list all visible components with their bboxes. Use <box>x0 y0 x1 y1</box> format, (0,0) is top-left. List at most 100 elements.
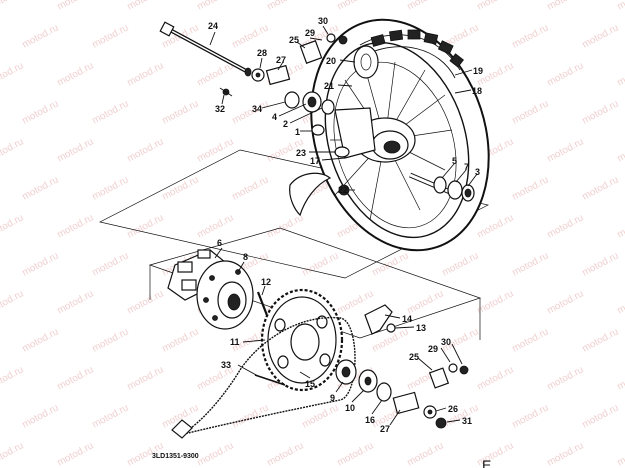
watermark-text: motod.ru <box>55 136 95 164</box>
callout-33: 33 <box>221 360 231 370</box>
lower-small-parts <box>171 304 469 439</box>
watermark-text: motod.ru <box>230 174 270 202</box>
upper-small-parts <box>219 33 475 202</box>
watermark-text: motod.ru <box>125 0 165 13</box>
chain-puller-upper <box>299 40 323 64</box>
washer-upper-29 <box>326 33 336 43</box>
watermark-text: motod.ru <box>580 250 620 278</box>
watermark-text: motod.ru <box>580 326 620 354</box>
callout-14: 14 <box>402 314 412 324</box>
watermark-text: motod.ru <box>90 402 130 430</box>
callout-20: 20 <box>326 56 336 66</box>
watermark-text: motod.ru <box>230 98 270 126</box>
nut-34 <box>284 91 300 109</box>
direction-arrow <box>171 419 193 439</box>
chain-puller-14 <box>364 304 393 335</box>
watermark-text: motod.ru <box>440 402 480 430</box>
watermark-text: motod.ru <box>545 364 585 392</box>
watermark-text: motod.ru <box>545 288 585 316</box>
bolt-12 <box>256 291 270 319</box>
watermark-text: motod.ru <box>160 174 200 202</box>
watermark-text: motod.ru <box>20 402 60 430</box>
callout-29-upper: 29 <box>305 28 315 38</box>
adjuster-27 <box>265 64 291 86</box>
watermark-text: motod.ru <box>160 98 200 126</box>
watermark-text: motod.ru <box>160 326 200 354</box>
watermark-text: motod.ru <box>90 22 130 50</box>
watermark-text: motod.ru <box>335 0 375 13</box>
watermark-text: motod.ru <box>580 22 620 50</box>
watermark-text: motod.ru <box>265 0 305 13</box>
seal-16 <box>376 382 392 402</box>
watermark-text: motod.ru <box>580 402 620 430</box>
watermark-text: motod.ru <box>230 402 270 430</box>
watermark-text: motod.ru <box>125 364 165 392</box>
watermark-text: motod.ru <box>0 60 25 88</box>
watermark-text: motod.ru <box>475 364 515 392</box>
callout-27-lower: 27 <box>380 424 390 434</box>
watermark-text: motod.ru <box>55 364 95 392</box>
watermark-text: motod.ru <box>475 288 515 316</box>
watermark-text: motod.ru <box>510 22 550 50</box>
watermark-text: motod.ru <box>55 0 95 13</box>
callout-27-upper: 27 <box>276 55 286 65</box>
watermark-text: motod.ru <box>125 288 165 316</box>
watermark-text: motod.ru <box>195 60 235 88</box>
watermark-text: motod.ru <box>615 0 625 13</box>
watermark-text: motod.ru <box>615 364 625 392</box>
callout-30-lower: 30 <box>441 337 451 347</box>
watermark-text: motod.ru <box>55 212 95 240</box>
callout-11: 11 <box>230 337 240 347</box>
watermark-text: motod.ru <box>0 0 25 13</box>
callout-25-upper: 25 <box>289 35 299 45</box>
watermark-text: motod.ru <box>510 402 550 430</box>
chain-joint-33 <box>254 374 286 386</box>
callout-26: 26 <box>448 404 458 414</box>
tire-cutaway <box>289 172 332 217</box>
callout-16: 16 <box>365 415 375 425</box>
watermark-text: motod.ru <box>265 212 305 240</box>
watermark-text: motod.ru <box>125 136 165 164</box>
leader-lines-lower <box>214 247 463 426</box>
callout-10: 10 <box>345 403 355 413</box>
watermark-text: motod.ru <box>545 0 585 13</box>
watermark-text: motod.ru <box>0 364 25 392</box>
wheel-hub <box>334 107 416 163</box>
watermark-text: motod.ru <box>20 250 60 278</box>
watermark-text: motod.ru <box>545 60 585 88</box>
watermark-text: motod.ru <box>20 326 60 354</box>
washer-lower-29 <box>448 363 458 373</box>
watermark-text: motod.ru <box>615 288 625 316</box>
bearing-5 <box>433 176 447 194</box>
watermark-text: motod.ru <box>55 288 95 316</box>
watermark-text: motod.ru <box>195 212 235 240</box>
watermark-text: motod.ru <box>615 440 625 468</box>
watermark-text: motod.ru <box>125 60 165 88</box>
watermark-text: motod.ru <box>475 0 515 13</box>
watermark-text: motod.ru <box>335 440 375 468</box>
watermark-text: motod.ru <box>90 174 130 202</box>
watermark-text: motod.ru <box>195 136 235 164</box>
callout-2: 2 <box>283 119 288 129</box>
callout-8: 8 <box>243 252 248 262</box>
callout-7: 7 <box>464 162 469 172</box>
callout-24: 24 <box>208 21 218 31</box>
watermark-text: motod.ru <box>195 440 235 468</box>
watermark-text: motod.ru <box>90 250 130 278</box>
callout-31: 31 <box>462 416 472 426</box>
callout-12: 12 <box>261 277 271 287</box>
callout-9: 9 <box>330 393 335 403</box>
callout-29-lower: 29 <box>428 344 438 354</box>
callout-1: 1 <box>295 127 300 137</box>
watermark-text: motod.ru <box>0 440 25 468</box>
watermark-text: motod.ru <box>90 98 130 126</box>
drive-chain <box>179 316 356 436</box>
spacer-1 <box>311 124 325 136</box>
watermark-text: motod.ru <box>20 22 60 50</box>
watermark-text: motod.ru <box>265 440 305 468</box>
watermark-text: motod.ru <box>475 212 515 240</box>
watermark-text: motod.ru <box>580 98 620 126</box>
watermark-text: motod.ru <box>230 22 270 50</box>
